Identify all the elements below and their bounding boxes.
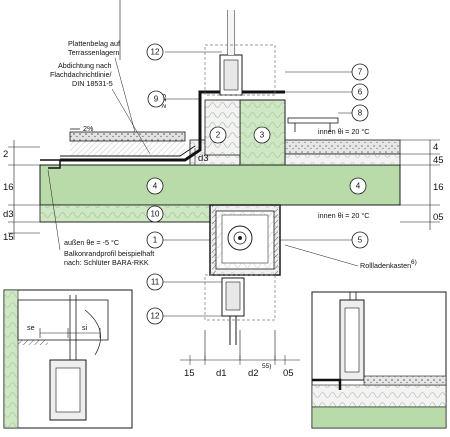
svg-text:5: 5 <box>358 236 363 245</box>
label-slope: 2% <box>83 124 94 133</box>
dim-bottom-15: 15 <box>184 368 195 379</box>
svg-text:8: 8 <box>358 109 363 118</box>
svg-text:1: 1 <box>153 236 158 245</box>
dim-bottom-note: 55) <box>262 363 271 370</box>
inset-left <box>3 289 133 429</box>
callout-7: 8 <box>338 104 369 122</box>
callout-10: 10 <box>146 205 164 223</box>
callout-4-right: 4 <box>349 177 367 195</box>
balcony-edge-profile <box>40 159 61 169</box>
callout-11: 11 <box>146 273 222 291</box>
label-balkon-1: Balkonrandprofil beispielhaft <box>64 249 154 258</box>
inset-label-si: si <box>82 323 88 332</box>
dim-mid-d3: d3 <box>198 153 209 164</box>
shutter-roll <box>227 225 253 251</box>
left-dimension-chain <box>8 140 40 240</box>
dim-left-2: 2 <box>3 149 8 160</box>
dim-right-4: 4 <box>433 142 438 153</box>
label-innen-bottom: innen θi = 20 °C <box>318 211 369 220</box>
dim-right-05: 05 <box>433 212 444 223</box>
callout-12-top: 12 <box>146 43 222 61</box>
dim-right-16: 16 <box>433 182 444 193</box>
svg-text:10: 10 <box>151 210 160 219</box>
svg-text:6: 6 <box>358 88 363 97</box>
dim-bottom-d2: d2 <box>248 368 259 379</box>
label-rollladen: Rollladenkasten <box>360 261 411 270</box>
dim-left-16: 16 <box>3 182 14 193</box>
svg-text:2: 2 <box>216 131 221 140</box>
label-abdichtung-2: Flachdachrichtlinie/ <box>50 70 112 79</box>
label-abdichtung-3: DIN 18531-5 <box>72 79 113 88</box>
inset-right <box>311 291 447 429</box>
svg-text:4: 4 <box>153 182 158 191</box>
window-frame-top <box>219 10 243 96</box>
dim-bottom-05: 05 <box>283 368 294 379</box>
label-balkon-2: nach: Schlüter BARA-RKK <box>64 258 149 267</box>
inset-label-se: se <box>27 323 35 332</box>
interior-window-board <box>287 117 339 124</box>
window-frame-bottom <box>221 277 245 345</box>
callout-8: 7 <box>285 63 369 81</box>
label-abdichtung-1: Abdichtung nach <box>58 61 112 70</box>
callout-1: 1 <box>146 231 210 249</box>
svg-text:12: 12 <box>151 48 160 57</box>
callout-5: 5 <box>280 231 369 249</box>
svg-text:7: 7 <box>358 68 363 77</box>
concrete-slab <box>39 164 401 206</box>
callout-9: 9 <box>147 90 200 108</box>
label-rollladen-sup: 6) <box>411 259 417 266</box>
svg-text:4: 4 <box>356 182 361 191</box>
svg-text:9: 9 <box>154 95 159 104</box>
svg-text:11: 11 <box>151 278 160 287</box>
label-plattenbelag-1: Plattenbelag auf <box>68 39 120 48</box>
dim-left-15: 15 <box>3 232 14 243</box>
svg-text:3: 3 <box>260 131 265 140</box>
callout-12-bottom: 12 <box>146 307 222 325</box>
svg-text:12: 12 <box>151 312 160 321</box>
terrace-pedestals <box>70 141 185 156</box>
callout-3: 3 <box>253 126 271 144</box>
dim-right-45: 45 <box>433 155 444 166</box>
callout-2: 2 <box>209 126 227 144</box>
label-innen-top: innen θi = 20 °C <box>318 127 369 136</box>
callout-4-left: 4 <box>146 177 164 195</box>
bottom-dimension-chain <box>180 355 300 365</box>
callout-6: 6 <box>285 83 369 101</box>
dim-left-d3: d3 <box>3 209 14 220</box>
label-aussen: außen θe = -5 °C <box>64 238 119 247</box>
right-dimension-chain <box>400 139 440 230</box>
dim-bottom-d1: d1 <box>216 368 227 379</box>
label-plattenbelag-2: Terrassenlagern <box>68 48 120 57</box>
